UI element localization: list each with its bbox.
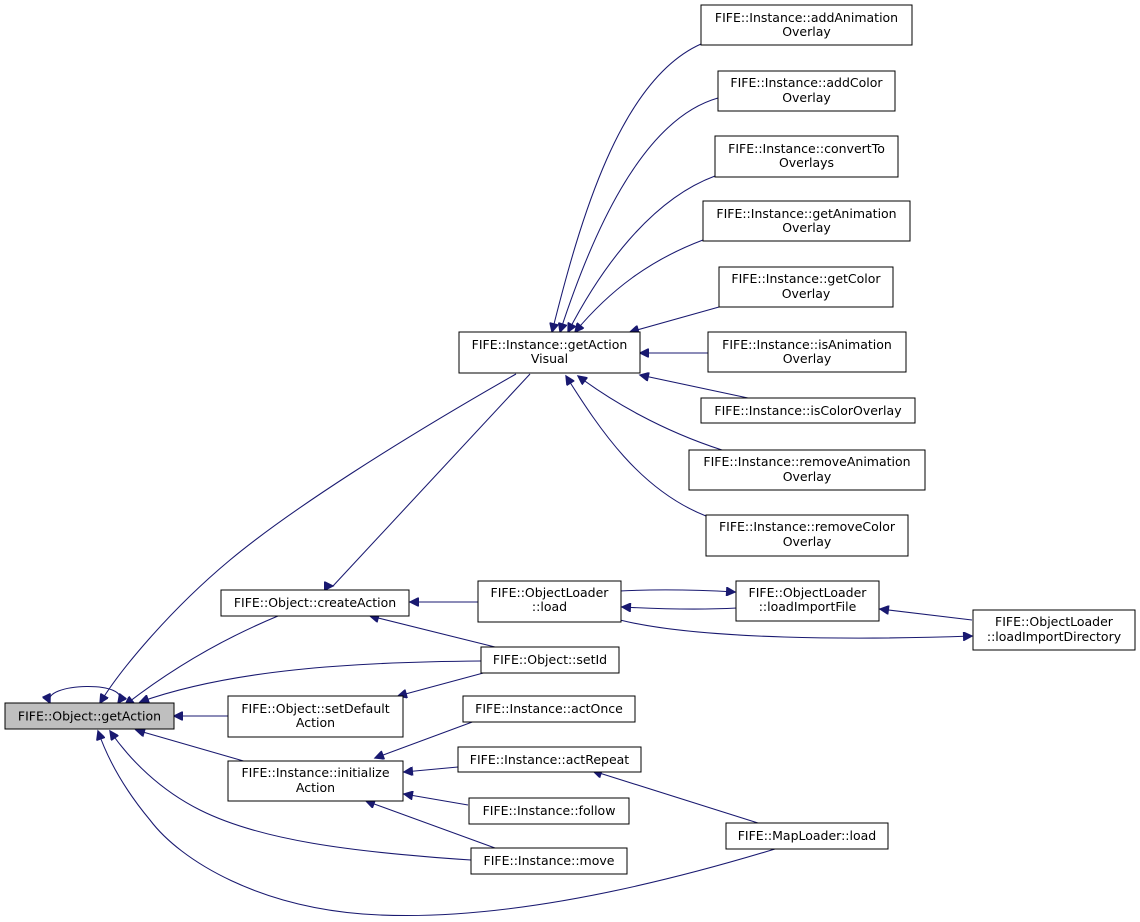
edge-loadImportDirectory-loadImportFile [880,609,973,621]
edge-addColorOverlay [560,97,719,332]
node-setDefaultAction-label-2: Action [296,715,335,730]
node-follow[interactable]: FIFE::Instance::follow [468,797,630,825]
node-loadImportDirectory[interactable]: FIFE::ObjectLoader ::loadImportDirectory [972,609,1136,651]
edge-addAnimationOverlay [552,43,702,332]
node-loadImportFile-label-1: FIFE::ObjectLoader [749,585,868,600]
node-getAnimationOverlay-label-2: Overlay [782,220,831,235]
edge-removeAnimationOverlay [578,376,723,451]
node-isAnimationOverlay[interactable]: FIFE::Instance::isAnimation Overlay [707,331,907,373]
node-removeColorOverlay[interactable]: FIFE::Instance::removeColor Overlay [705,514,909,557]
node-addAnimationOverlay-label-1: FIFE::Instance::addAnimation [715,10,898,25]
node-loadImportFile[interactable]: FIFE::ObjectLoader ::loadImportFile [735,580,880,622]
node-removeColorOverlay-label-1: FIFE::Instance::removeColor [719,519,896,534]
node-actOnce[interactable]: FIFE::Instance::actOnce [462,695,636,723]
node-initializeAction[interactable]: FIFE::Instance::initialize Action [227,760,404,802]
edge-actOnce-initializeAction [375,720,476,758]
node-move-label-1: FIFE::Instance::move [484,853,615,868]
node-objectLoaderLoad-label-2: ::load [532,599,567,614]
node-addColorOverlay[interactable]: FIFE::Instance::addColor Overlay [717,70,896,112]
node-objectLoaderLoad-label-1: FIFE::ObjectLoader [491,585,610,600]
edge-move-initializeAction [366,801,496,849]
node-move[interactable]: FIFE::Instance::move [470,847,628,875]
edge-follow-initializeAction [404,794,469,806]
edge-self-getAction [49,686,120,703]
node-getColorOverlay-label-1: FIFE::Instance::getColor [731,271,881,286]
node-setDefaultAction-label-1: FIFE::Object::setDefault [241,701,389,716]
edge-removeColorOverlay [566,376,707,517]
edge-initializeAction-getAction [136,730,248,763]
node-removeAnimationOverlay[interactable]: FIFE::Instance::removeAnimation Overlay [688,449,926,491]
edge-isColorOverlay [640,375,749,399]
node-getActionVisual[interactable]: FIFE::Instance::getAction Visual [458,331,641,374]
node-createAction[interactable]: FIFE::Object::createAction [220,589,410,617]
node-getAction[interactable]: FIFE::Object::getAction [4,702,175,730]
node-getColorOverlay[interactable]: FIFE::Instance::getColor Overlay [718,266,894,308]
node-initializeAction-label-2: Action [296,780,335,795]
node-getColorOverlay-label-2: Overlay [782,286,831,301]
edge-actRepeat-initializeAction [404,766,459,772]
node-isAnimationOverlay-label-1: FIFE::Instance::isAnimation [722,337,892,352]
node-getActionVisual-label-2: Visual [531,351,568,366]
node-getAction-label-1: FIFE::Object::getAction [18,709,161,724]
node-objectLoaderLoad[interactable]: FIFE::ObjectLoader ::load [477,580,622,623]
node-addColorOverlay-label-2: Overlay [782,90,831,105]
edge-convertToOverlays [568,175,716,332]
node-mapLoaderLoad[interactable]: FIFE::MapLoader::load [725,822,889,850]
edge-objectLoaderLoad-loadImportDirectory [619,619,972,638]
edge-mapLoaderLoad-actRepeat [593,771,759,824]
edge-getActionVisual-getAction [100,373,517,703]
node-addColorOverlay-label-1: FIFE::Instance::addColor [730,75,883,90]
node-setDefaultAction[interactable]: FIFE::Object::setDefault Action [227,695,404,738]
node-getAnimationOverlay-label-1: FIFE::Instance::getAnimation [716,206,896,221]
edge-createAction-getActionVisual [332,373,531,587]
node-addAnimationOverlay[interactable]: FIFE::Instance::addAnimation Overlay [700,4,913,46]
node-convertToOverlays-label-2: Overlays [779,155,834,170]
node-convertToOverlays[interactable]: FIFE::Instance::convertTo Overlays [714,135,899,178]
edge-getAnimationOverlay [575,239,704,332]
node-follow-label-1: FIFE::Instance::follow [483,803,616,818]
edge-mapLoaderLoad-getAction [98,731,776,917]
node-getAnimationOverlay[interactable]: FIFE::Instance::getAnimation Overlay [702,200,911,242]
node-mapLoaderLoad-label-1: FIFE::MapLoader::load [738,828,877,843]
edge-objectLoaderLoad-loadImportFile [619,590,735,592]
node-createAction-label-1: FIFE::Object::createAction [234,595,396,610]
node-actRepeat[interactable]: FIFE::Instance::actRepeat [457,746,642,773]
node-convertToOverlays-label-1: FIFE::Instance::convertTo [728,141,885,156]
node-loadImportFile-label-2: ::loadImportFile [759,599,857,614]
edge-getColorOverlay [630,306,720,332]
node-removeAnimationOverlay-label-2: Overlay [783,469,832,484]
node-removeColorOverlay-label-2: Overlay [783,534,832,549]
edge-setId-setDefaultAction [398,671,488,696]
node-addAnimationOverlay-label-2: Overlay [782,24,831,39]
node-isColorOverlay-label-1: FIFE::Instance::isColorOverlay [714,403,902,418]
edge-setId-createAction [370,616,496,648]
node-loadImportDirectory-label-1: FIFE::ObjectLoader [995,614,1114,629]
node-actRepeat-label-1: FIFE::Instance::actRepeat [470,752,630,767]
node-initializeAction-label-1: FIFE::Instance::initialize [241,765,389,780]
node-loadImportDirectory-label-2: ::loadImportDirectory [987,629,1122,644]
node-isColorOverlay[interactable]: FIFE::Instance::isColorOverlay [700,397,916,424]
edge-loadImportFile-objectLoaderLoad [622,607,738,609]
edge-setId-getAction [140,660,482,702]
node-setId-label-1: FIFE::Object::setId [493,652,607,667]
node-getActionVisual-label-1: FIFE::Instance::getAction [472,337,628,352]
edge-createAction-getAction [125,615,279,705]
node-setId[interactable]: FIFE::Object::setId [480,646,620,674]
node-removeAnimationOverlay-label-1: FIFE::Instance::removeAnimation [703,454,910,469]
edge-move-getAction [110,731,472,861]
node-isAnimationOverlay-label-2: Overlay [783,351,832,366]
node-actOnce-label-1: FIFE::Instance::actOnce [475,701,623,716]
